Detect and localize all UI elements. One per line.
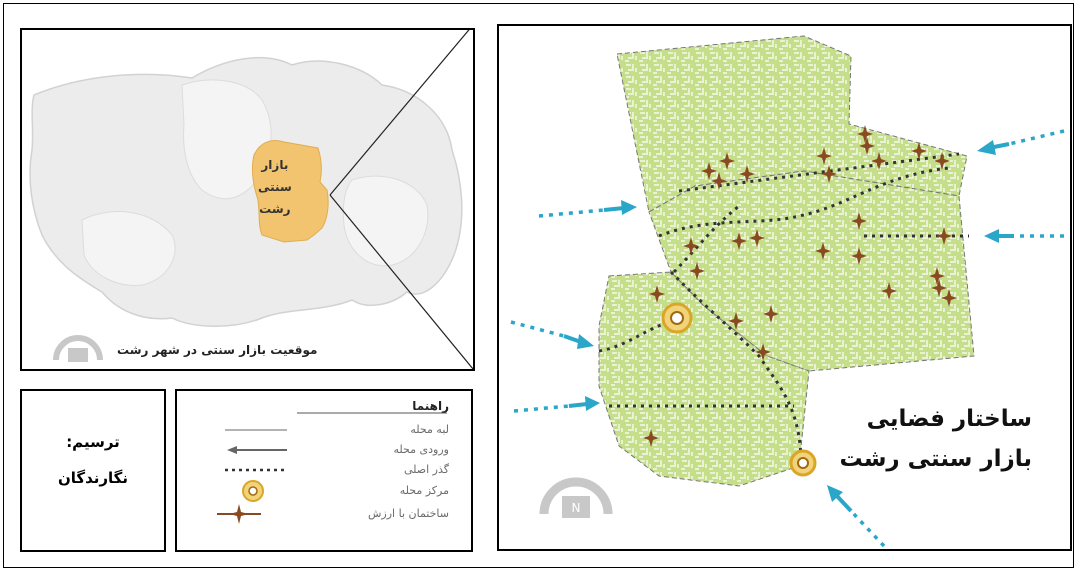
legend-symbols [217, 412, 447, 524]
main-map-panel: N ساختار فضایی بازار سنتی رشت [497, 24, 1072, 551]
credit-panel: ترسیم: نگارندگان [20, 389, 166, 552]
legend-star-icon [217, 504, 261, 524]
legend-ring-icon [242, 480, 264, 502]
spatial-structure-map: N [510, 35, 1065, 548]
location-map-panel: بازار سنتی رشت موقعیت بازار سنتی در شهر … [20, 28, 475, 371]
credit-authors: نگارندگان [57, 469, 129, 487]
zoom-leader-line-top [329, 30, 470, 196]
legend-label-main-path: گذر اصلی [403, 463, 449, 476]
legend-label-center: مرکز محله [399, 484, 449, 497]
north-arrow-icon [539, 477, 613, 518]
bazaar-highlight-area [251, 140, 329, 243]
entrance-arrow-icon [984, 229, 1064, 243]
entrance-arrow-icon [977, 129, 1065, 155]
location-caption: موقعیت بازار سنتی در شهر رشت [117, 343, 318, 357]
entrance-arrow-icon [538, 200, 637, 218]
credit-label: ترسیم: [66, 433, 120, 451]
valuable-buildings [643, 125, 957, 447]
entrance-arrow-icon [510, 320, 594, 349]
north-label: N [572, 501, 581, 515]
entrance-arrows [510, 129, 1065, 548]
neighborhood-center-icon [789, 449, 817, 477]
entrance-arrow-icon [513, 396, 600, 413]
north-arrow-icon [53, 335, 103, 362]
legend-arrow-icon [227, 446, 287, 454]
entrance-arrow-icon [827, 485, 886, 548]
bazaar-label: بازار سنتی رشت [258, 158, 292, 216]
legend-panel: راهنما لبه محله ورودی محله گذر اصلی مرکز… [175, 389, 473, 552]
legend-title: راهنما [412, 399, 449, 413]
city-outline-map [29, 30, 473, 369]
map-title-line1: ساختار فضایی [866, 406, 1032, 432]
map-title-line2: بازار سنتی رشت [839, 446, 1032, 472]
zoom-leader-line-bottom [329, 194, 473, 369]
neighborhood-center-icon [661, 302, 693, 334]
legend-label-edge: لبه محله [410, 423, 449, 436]
legend-label-valuable-building: ساختمان با ارزش [368, 507, 449, 520]
legend-label-entrance: ورودی محله [393, 443, 449, 456]
